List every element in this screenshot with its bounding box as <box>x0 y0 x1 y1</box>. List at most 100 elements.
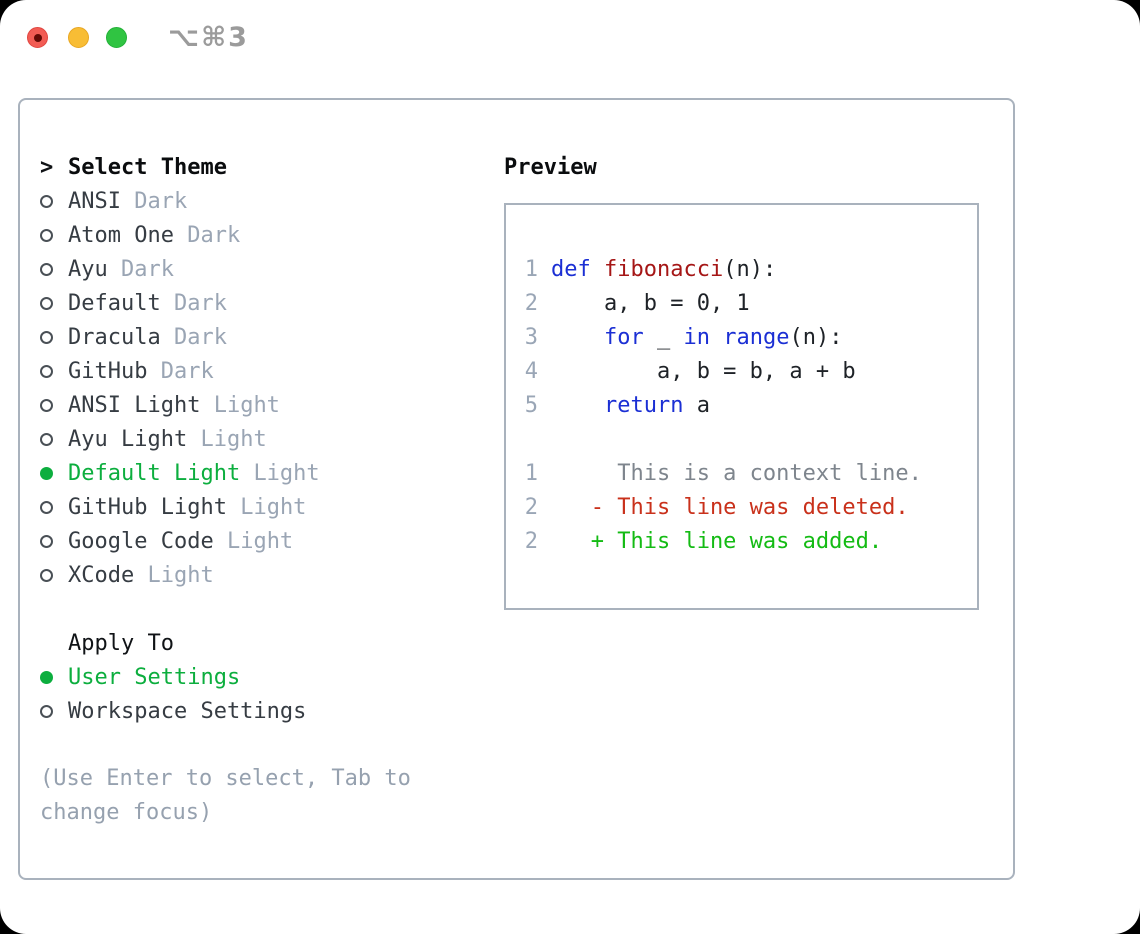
theme-option-tag: Light <box>200 426 267 452</box>
theme-variant-tag <box>161 291 174 316</box>
code-line: 2 + This line was added. <box>524 525 977 559</box>
bullet-column <box>40 228 68 242</box>
theme-option-tag: Dark <box>121 256 174 282</box>
bullet-column <box>40 296 68 310</box>
theme-option-label: XCode <box>68 562 135 588</box>
code-line <box>524 423 977 457</box>
bullet-column <box>40 262 68 276</box>
theme-option-tag: Light <box>253 460 320 486</box>
code-segment-pl: (n): <box>789 325 843 350</box>
radio-icon <box>40 194 53 208</box>
theme-option-tag: Dark <box>187 222 241 248</box>
code-segment-pl: a, b = 0, 1 <box>551 291 750 316</box>
theme-option-label: ANSI Light <box>68 392 201 418</box>
code-segment-add: + This line was added. <box>551 529 883 554</box>
bullet-column <box>40 568 68 582</box>
code-line: 2 - This line was deleted. <box>524 491 977 525</box>
theme-option[interactable]: XCode Light <box>40 558 480 592</box>
radio-icon <box>40 364 53 378</box>
theme-option[interactable]: GitHub Dark <box>40 354 480 388</box>
theme-option-tag: Dark <box>173 324 227 350</box>
theme-option-label: Default <box>68 290 161 316</box>
bullet-column <box>40 194 68 208</box>
theme-option[interactable]: Dracula Dark <box>40 320 480 354</box>
theme-option-tag: Dark <box>134 188 188 214</box>
radio-icon <box>40 568 53 582</box>
theme-variant-tag <box>134 563 147 588</box>
radio-icon <box>40 534 53 548</box>
radio-icon <box>40 398 53 412</box>
theme-variant-tag <box>147 359 160 384</box>
bullet-column <box>40 432 68 446</box>
theme-option[interactable]: Default Dark <box>40 286 480 320</box>
radio-selected-icon <box>40 466 53 480</box>
theme-option[interactable]: ANSI Light Light <box>40 388 480 422</box>
code-segment-kw: range <box>723 325 790 350</box>
theme-variant-tag <box>240 461 253 486</box>
radio-icon <box>40 432 53 446</box>
bullet-column <box>40 330 68 344</box>
apply-to-header-row: Apply To <box>40 626 480 660</box>
theme-option-tag: Dark <box>160 358 214 384</box>
minimize-button[interactable] <box>68 27 89 48</box>
code-line: 1 def fibonacci(n): <box>524 253 977 287</box>
line-number: 2 <box>524 291 538 316</box>
bullet-column <box>40 364 68 378</box>
code-segment-pl <box>551 325 604 350</box>
title-bar: ⌥⌘3 <box>0 0 1140 76</box>
preview-title: Preview <box>504 154 597 180</box>
keyboard-shortcut-label: ⌥⌘3 <box>168 22 249 53</box>
line-number: 2 <box>524 495 538 520</box>
code-segment-kw: def <box>551 257 591 282</box>
theme-option[interactable]: Ayu Light Light <box>40 422 480 456</box>
apply-to-option[interactable]: Workspace Settings <box>40 694 480 728</box>
zoom-button[interactable] <box>106 27 127 48</box>
radio-icon <box>40 296 53 310</box>
select-theme-title: Select Theme <box>68 154 227 180</box>
spacer <box>40 592 480 626</box>
close-button[interactable] <box>27 27 48 48</box>
code-segment-pl: (n): <box>723 257 777 282</box>
radio-selected-icon <box>40 670 53 684</box>
apply-to-option-label: User Settings <box>68 664 241 690</box>
code-segment-fn: fibonacci <box>604 257 724 282</box>
theme-option-tag: Light <box>226 528 294 554</box>
theme-option[interactable]: ANSI Dark <box>40 184 480 218</box>
apply-to-title: Apply To <box>68 630 174 656</box>
select-theme-header-row: > Select Theme <box>40 150 480 184</box>
theme-option[interactable]: Ayu Dark <box>40 252 480 286</box>
bullet-column <box>40 398 68 412</box>
theme-option[interactable]: Google Code Light <box>40 524 480 558</box>
code-line: 4 a, b = b, a + b <box>524 355 977 389</box>
theme-variant-tag <box>200 393 213 418</box>
radio-icon <box>40 262 53 276</box>
apply-to-option[interactable]: User Settings <box>40 660 480 694</box>
theme-option-tag: Light <box>240 494 307 520</box>
theme-option[interactable]: Atom One Dark <box>40 218 480 252</box>
bullet-column <box>40 670 68 684</box>
theme-option[interactable]: Default Light Light <box>40 456 480 490</box>
line-number: 4 <box>524 359 538 384</box>
theme-variant-tag <box>187 427 200 452</box>
theme-option-tag: Dark <box>173 290 227 316</box>
theme-variant-tag <box>227 495 240 520</box>
radio-icon <box>40 500 53 514</box>
radio-icon <box>40 704 53 718</box>
code-line: 1 This is a context line. <box>524 457 977 491</box>
line-number: 5 <box>524 393 538 418</box>
theme-option-label: GitHub <box>68 358 148 384</box>
code-segment-del: - This line was deleted. <box>551 495 909 520</box>
line-number: 1 <box>524 257 538 282</box>
bullet-column <box>40 500 68 514</box>
keyboard-hint-text: (Use Enter to select, Tab to change focu… <box>40 766 411 825</box>
theme-option[interactable]: GitHub Light Light <box>40 490 480 524</box>
theme-option-label: Default Light <box>68 460 241 486</box>
code-segment-pl <box>551 393 604 418</box>
code-segment-pl <box>591 257 604 282</box>
theme-option-label: Google Code <box>68 528 214 554</box>
